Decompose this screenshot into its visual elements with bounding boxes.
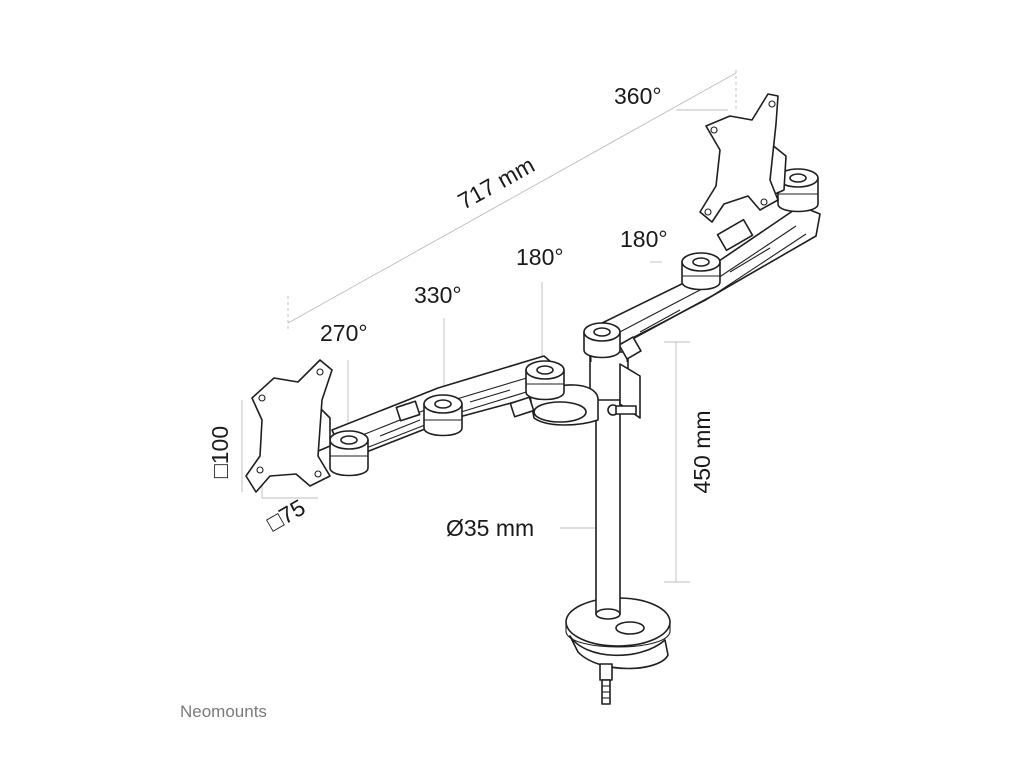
pole-diameter-label: Ø35 mm bbox=[446, 515, 534, 541]
width-label: 717 mm bbox=[453, 151, 538, 214]
dimension-lines bbox=[241, 70, 737, 583]
left-joint-270 bbox=[329, 430, 369, 477]
swivel-mid-label: 180° bbox=[516, 244, 564, 270]
rotation-top-label: 360° bbox=[614, 83, 662, 109]
vesa-75-label: □75 bbox=[262, 494, 309, 536]
right-joint-base bbox=[583, 322, 621, 359]
vesa-100-label: □100 bbox=[207, 426, 233, 478]
left-vesa-plate bbox=[245, 359, 333, 493]
swivel-330-label: 330° bbox=[414, 282, 462, 308]
swivel-270-label: 270° bbox=[320, 320, 368, 346]
height-label: 450 mm bbox=[689, 410, 715, 493]
brand-logo: Neomounts bbox=[180, 702, 267, 721]
swivel-right-label: 180° bbox=[620, 226, 668, 252]
right-joint-180 bbox=[681, 252, 721, 291]
desk-clamp bbox=[569, 635, 669, 705]
right-vesa-plate bbox=[699, 93, 779, 223]
left-joint-180 bbox=[525, 360, 565, 401]
right-joint-end bbox=[777, 168, 819, 213]
left-joint-330 bbox=[423, 394, 463, 437]
